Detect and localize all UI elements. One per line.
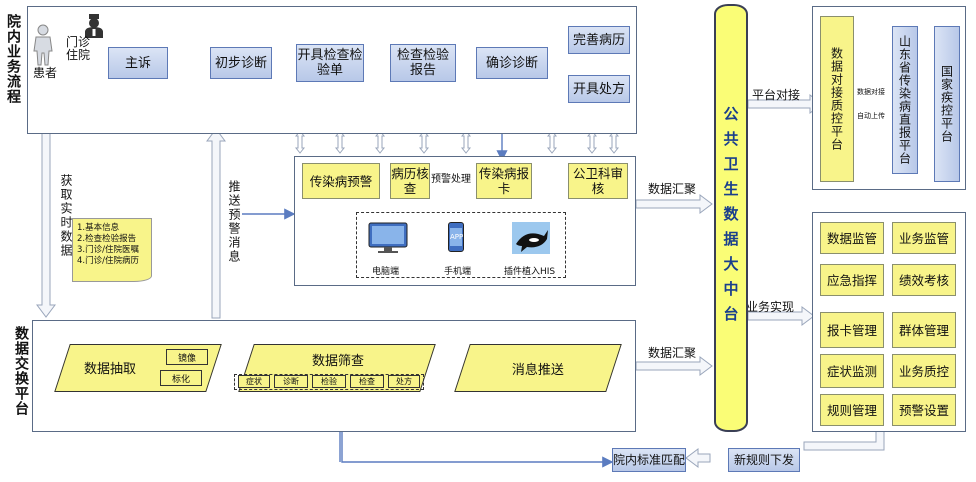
complaint-box: 主诉 <box>108 47 168 79</box>
center-platform <box>714 4 748 432</box>
patient-icon <box>32 24 54 66</box>
auto-upload-label: 自动上传 <box>857 112 885 120</box>
biz-warning-settings: 预警设置 <box>892 394 956 426</box>
extract-label: 数据抽取 <box>84 362 137 377</box>
doctor-label: 门诊 住院 <box>66 35 91 62</box>
push-block: 消息推送 <box>454 344 622 392</box>
mirror-chip: 镜像 <box>166 349 208 365</box>
shandong-platform-box: 山东省传染病直报平台 <box>892 26 918 174</box>
qc-platform-box: 数据对接质控平台 <box>820 16 854 182</box>
standardize-chip: 标化 <box>160 370 202 386</box>
record-check-box: 病历核查 <box>390 163 430 199</box>
push-warning-label: 推送预警消息 <box>227 180 241 264</box>
standard-match-box: 院内标准匹配 <box>612 448 686 472</box>
confirm-diagnosis-box: 确诊诊断 <box>476 47 548 79</box>
warning-handle-label: 预警处理 <box>431 174 471 185</box>
national-platform-box: 国家疾控平台 <box>934 26 960 182</box>
business-impl-label: 业务实现 <box>746 300 795 314</box>
order-exam-box: 开具检查检验单 <box>296 44 364 82</box>
exam-report-box: 检查检验报告 <box>390 44 456 82</box>
new-rule-box: 新规则下发 <box>728 448 800 472</box>
screen-items-group <box>234 374 424 390</box>
get-data-label: 获取实时数据 <box>59 174 73 258</box>
dock-small-label: 数据对接 <box>857 88 885 96</box>
orca-plugin-icon <box>512 222 550 254</box>
inhospital-title: 院内业务流程 <box>5 14 21 104</box>
exchange-title: 数据交换平台 <box>13 326 29 416</box>
initial-diagnosis-box: 初步诊断 <box>210 47 272 79</box>
biz-performance: 绩效考核 <box>892 264 956 296</box>
biz-card-management: 报卡管理 <box>820 312 884 348</box>
terminal-plugin-label: 插件植入HIS <box>504 267 556 277</box>
biz-group-management: 群体管理 <box>892 312 956 348</box>
data-aggregate-1-label: 数据汇聚 <box>648 182 697 196</box>
computer-icon <box>368 222 408 254</box>
doctor-icon <box>84 14 104 38</box>
biz-rule-management: 规则管理 <box>820 394 884 426</box>
biz-data-supervision: 数据监管 <box>820 222 884 254</box>
data-aggregate-2-label: 数据汇聚 <box>648 346 697 360</box>
biz-emergency-command: 应急指挥 <box>820 264 884 296</box>
infect-report-box: 传染病报卡 <box>476 163 532 199</box>
prescription-box: 开具处方 <box>568 75 630 103</box>
terminal-pc-label: 电脑端 <box>372 267 400 277</box>
public-health-review-box: 公卫科审核 <box>568 163 628 199</box>
terminal-phone-label: 手机端 <box>444 267 472 277</box>
biz-symptom-monitor: 症状监测 <box>820 354 884 388</box>
biz-business-supervision: 业务监管 <box>892 222 956 254</box>
screen-item-exam: 检查 <box>350 375 384 388</box>
center-platform-label: 公共卫生数据大中台 <box>721 105 740 331</box>
infect-warning-box: 传染病预警 <box>302 163 380 199</box>
patient-label: 患者 <box>33 66 58 80</box>
screen-item-symptom: 症状 <box>238 375 270 388</box>
screen-item-diagnosis: 诊断 <box>274 375 308 388</box>
complete-record-box: 完善病历 <box>568 26 630 54</box>
biz-quality-control: 业务质控 <box>892 354 956 388</box>
screen-item-prescription: 处方 <box>388 375 420 388</box>
phone-icon: APP <box>448 222 464 252</box>
platform-dock-label: 平台对接 <box>752 88 801 102</box>
screen-item-lab: 检验 <box>312 375 346 388</box>
info-document: 1.基本信息 2.检查检验报告 3.门诊/住院医嘱 4.门诊/住院病历 <box>72 218 152 282</box>
screen-label: 数据筛查 <box>312 354 365 369</box>
terminals-group <box>356 212 566 278</box>
